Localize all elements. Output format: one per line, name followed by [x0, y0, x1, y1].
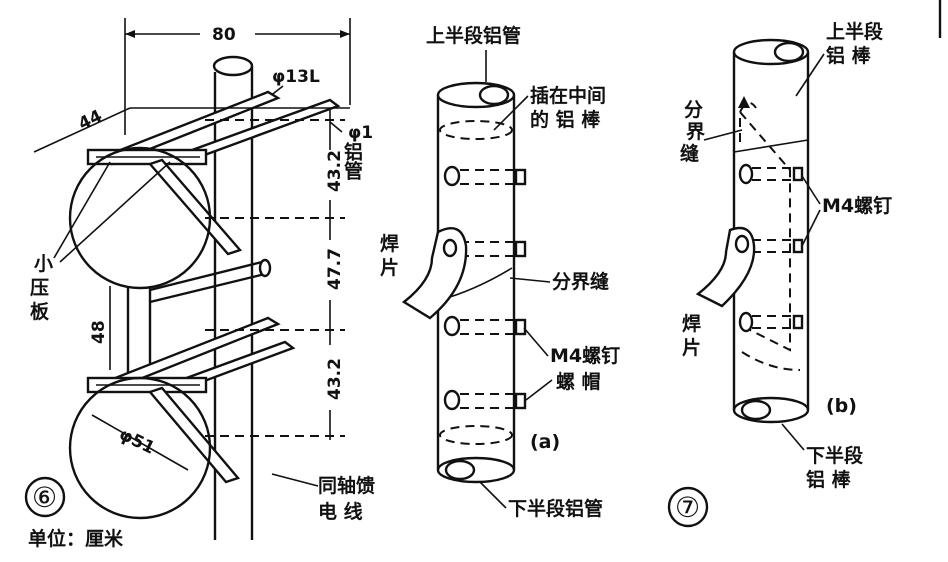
- reference-lines: [205, 119, 345, 437]
- dim-47-7: 47.7: [325, 248, 345, 290]
- unit-label: 单位：厘米: [28, 527, 124, 550]
- caption-7a: (a): [530, 431, 560, 453]
- label-screw-7b: M4螺钉: [822, 194, 892, 217]
- upper-loop: [68, 146, 212, 290]
- vertical-dimensions: 43.2 47.7 43.2: [325, 110, 345, 440]
- lower-loop: [68, 376, 212, 520]
- label-nut-7a: 螺 帽: [556, 370, 601, 393]
- label-split-seam-7a: 分界缝: [552, 270, 609, 293]
- label-screw-7a: M4螺钉: [550, 344, 620, 367]
- lower-cross-rods: [86, 316, 296, 484]
- label-bottom-pipe: 下半段铝管: [508, 497, 603, 520]
- label-bottom-rod-1: 下半段: [806, 444, 864, 467]
- label-solder-tab-7a-2: 片: [380, 256, 399, 279]
- label-top-pipe: 上半段铝管: [426, 24, 521, 47]
- label-seam-7b-1: 分: [684, 99, 703, 121]
- solder-tab-7a: [401, 227, 468, 320]
- figure-7b: 上半段 铝 棒 分 界 缝 M4螺钉 焊 片 (b) 下半段 铝 棒: [680, 20, 892, 491]
- label-top-rod-1: 上半段: [826, 20, 884, 43]
- figure-7-number: ⑦: [675, 491, 700, 524]
- dim-width-label: 80: [212, 25, 236, 45]
- svg-text:同轴馈: 同轴馈: [318, 474, 375, 497]
- figure-6: 80 φ13L 44 48: [24, 18, 375, 550]
- label-top-rod-2: 铝 棒: [826, 44, 872, 67]
- dimension-width: 80: [124, 18, 351, 135]
- loop-connector: [126, 286, 152, 375]
- label-seam-7b-3: 缝: [680, 142, 699, 165]
- svg-text:压: 压: [30, 277, 49, 299]
- label-solder-tab-7b-2: 片: [682, 336, 701, 359]
- pipe-diameter-label: φ1: [348, 123, 373, 143]
- upper-cross-rods: [86, 90, 341, 256]
- dimension-48: 48: [89, 286, 111, 370]
- figure-6-number: ⑥: [32, 481, 57, 514]
- svg-text:电 线: 电 线: [318, 500, 363, 523]
- label-bottom-rod-2: 铝 棒: [806, 468, 852, 491]
- feed-rods: [149, 258, 272, 304]
- clamp-plate-label: 小 压 板: [30, 161, 171, 323]
- label-seam-7b-2: 界: [686, 121, 705, 143]
- pipe-7a: [436, 81, 516, 484]
- dim-51-label: φ51: [116, 425, 158, 459]
- svg-text:板: 板: [30, 300, 50, 323]
- pipe-material-label: 铝管: [341, 141, 363, 181]
- rod-7b: [732, 38, 810, 424]
- svg-text:小: 小: [34, 253, 53, 275]
- caption-7b: (b): [826, 395, 857, 417]
- dim-43-2-bottom: 43.2: [325, 358, 345, 400]
- dim-43-2-top: 43.2: [325, 150, 345, 192]
- dim-48-label: 48: [89, 320, 109, 344]
- dim-rod-label: φ13L: [272, 67, 320, 87]
- label-solder-tab-7a-1: 焊: [380, 232, 399, 255]
- label-solder-tab-7b-1: 焊: [682, 312, 701, 335]
- label-inner-rod-1: 插在中间: [530, 84, 606, 107]
- figure-7a: 上半段铝管 插在中间 的 铝 棒 焊 片 分界缝 M4螺钉 螺 帽 (a) 下半…: [380, 24, 709, 528]
- coax-label: 同轴馈 电 线: [271, 473, 375, 523]
- label-inner-rod-2: 的 铝 棒: [530, 108, 601, 131]
